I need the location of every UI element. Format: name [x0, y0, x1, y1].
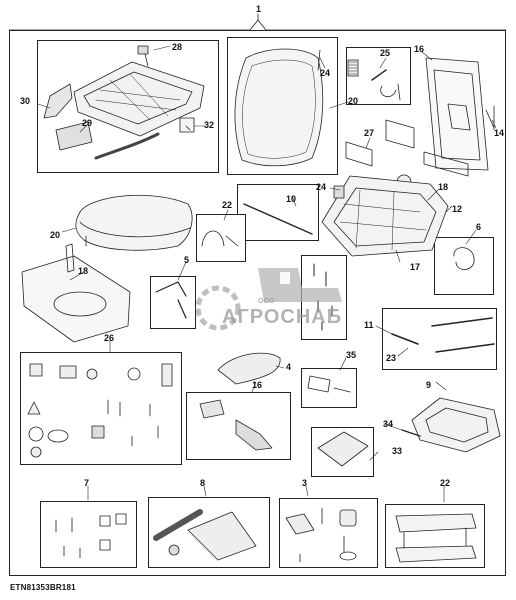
plate-33-drawing — [317, 431, 369, 467]
box-kit-7 — [40, 501, 137, 568]
callout-14: 14 — [494, 128, 505, 138]
callout-6: 6 — [476, 222, 482, 232]
armrest-drawing — [217, 352, 281, 385]
hardware-27-drawing — [27, 363, 173, 458]
callout-7: 7 — [84, 478, 90, 488]
callout-15: 16 — [414, 44, 425, 54]
assembly-bracket — [8, 19, 507, 31]
callout-29: 28 — [172, 42, 183, 52]
callout-4: 4 — [286, 362, 292, 372]
callout-12: 12 — [452, 204, 463, 214]
callout-19: 18 — [438, 182, 449, 192]
callout-23: 23 — [386, 353, 397, 363]
callout-21: 20 — [50, 230, 61, 240]
callout-30: 29 — [82, 118, 93, 128]
callout-22b: 22 — [440, 478, 451, 488]
callout-16: 16 — [252, 380, 263, 390]
callout-17: 17 — [410, 262, 421, 272]
callout-28: 27 — [364, 128, 375, 138]
backrest-cushion-drawing — [234, 48, 324, 167]
rod-drawing — [243, 203, 313, 235]
callout-18: 18 — [78, 266, 89, 276]
callout-9: 9 — [426, 380, 432, 390]
seat-frame-drawing — [321, 175, 449, 257]
belt-drawing — [199, 399, 273, 451]
watermark-prefix: ООО — [258, 298, 275, 305]
callout-8: 8 — [200, 478, 206, 488]
rail-drawing — [391, 317, 495, 353]
callout-26: 25 — [380, 48, 391, 58]
kit-22b-drawing — [395, 513, 477, 563]
springs-drawing — [347, 59, 401, 101]
callout-31: 30 — [20, 96, 31, 106]
bracket-drawing — [21, 243, 131, 343]
callout-32: 32 — [204, 120, 215, 130]
clips-drawing — [307, 375, 351, 393]
callout-22a: 22 — [222, 200, 233, 210]
callout-35: 35 — [346, 350, 357, 360]
box-rail-11 — [382, 308, 497, 370]
callout-20: 20 — [348, 96, 359, 106]
base-plate-drawing — [43, 45, 205, 160]
back-frame-drawing — [425, 57, 495, 171]
box-cable-22 — [196, 214, 246, 262]
callout-25: 24 — [320, 68, 331, 78]
cable-22-drawing — [201, 230, 239, 247]
leader-lines — [37, 45, 497, 503]
kit-8-drawing — [153, 509, 257, 561]
reference-code: ETN81353BR181 — [10, 583, 76, 592]
callout-3: 3 — [302, 478, 308, 488]
diagram-frame — [9, 30, 506, 576]
box-cable-6 — [434, 237, 494, 295]
callout-1: 1 — [256, 4, 262, 14]
callout-5: 5 — [184, 255, 190, 265]
callout-10: 10 — [286, 194, 297, 204]
box-hardware-27 — [20, 352, 182, 465]
kit-7-drawing — [55, 513, 127, 559]
callout-11: 11 — [364, 320, 374, 330]
seat-cushion-drawing — [75, 194, 193, 251]
box-rod — [237, 184, 319, 241]
cable-6-drawing — [453, 247, 475, 270]
lever-5-drawing — [155, 281, 187, 319]
callout-33: 33 — [392, 446, 403, 456]
callout-34: 34 — [383, 419, 394, 429]
callout-27: 26 — [104, 333, 115, 343]
kit-3-drawing — [285, 507, 357, 563]
pan-drawing — [401, 397, 501, 453]
watermark-name: АГРОСНАБ — [222, 306, 343, 328]
callout-24: 24 — [316, 182, 327, 192]
